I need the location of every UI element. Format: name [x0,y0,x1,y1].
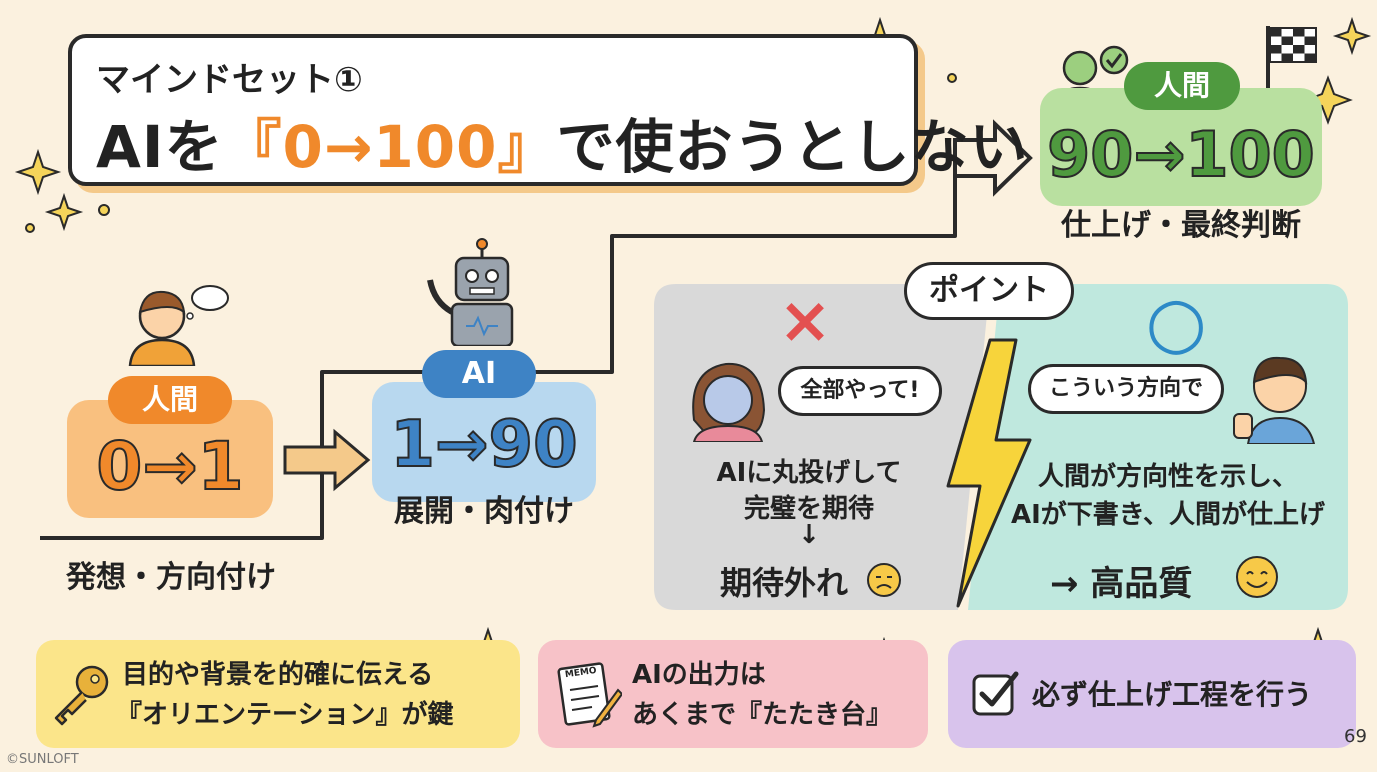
bad-mark: × [778,284,832,358]
good-line2: AIが下書き、人間が仕上げ [1011,500,1325,530]
page-number: 69 [1344,726,1367,747]
step-human-start-label: 人間 [108,376,232,424]
good-speech: こういう方向で [1028,364,1224,414]
good-result: → 高品質 [1050,564,1193,604]
tip-draft-line1: AIの出力は [632,660,766,690]
point-label: ポイント [904,262,1074,320]
good-line1: 人間が方向性を示し、 [1037,462,1298,492]
tip-orientation [36,640,520,748]
memo-icon [557,662,622,728]
step-ai-label: AI [422,350,536,398]
arrow-icon [953,119,1033,197]
bad-arrow: ↓ [798,520,820,550]
sparkle-icon [14,148,62,196]
tip-orientation-line1: 目的や背景を的確に伝える [122,660,434,690]
thumbs-up-person-icon [1233,356,1316,444]
smile-face-icon [1236,556,1278,598]
person-thinking-icon [128,285,229,366]
sparkle-icon [1332,16,1372,56]
bad-line1: AIに丸投げして [716,458,902,488]
key-icon [54,665,109,726]
page-title: AIを『0→100』で使おうとしない [96,113,1029,181]
bad-line2: 完璧を期待 [743,494,874,524]
worried-person-icon [692,362,766,442]
step-human-final-label: 人間 [1124,62,1240,110]
title-box [68,34,918,186]
tip-orientation-line2: 『オリエンテーション』が鍵 [116,700,454,730]
arrow-icon [283,428,371,492]
bad-speech: 全部やって! [778,366,942,416]
tip-finishing-line1: 必ず仕上げ工程を行う [1032,678,1313,711]
good-mark: ○ [1145,281,1207,363]
sparkle-icon [44,192,84,232]
step-human-start-range: 0→1 [95,427,244,506]
lightning-icon [946,338,1032,608]
title-highlight: 『0→100』 [223,113,557,181]
step-human-start-caption: 発想・方向付け [66,560,276,595]
step-human-final-caption: 仕上げ・最終判断 [1061,208,1301,243]
tip-draft-line2: あくまで『たたき台』 [632,700,893,730]
tip-finishing [948,640,1356,748]
bad-result: 期待外れ [720,564,849,602]
step-ai-range: 1→90 [389,407,578,483]
step-ai-panel [372,382,596,502]
title-small: マインドセット① [96,60,363,100]
sad-face-icon [867,563,901,597]
robot-icon [427,238,514,346]
step-human-final-range: 90→100 [1046,117,1316,192]
step-ai-caption: 展開・肉付け [394,494,574,529]
copyright: ©SUNLOFT [6,752,79,767]
checkbox-icon [972,671,1019,716]
